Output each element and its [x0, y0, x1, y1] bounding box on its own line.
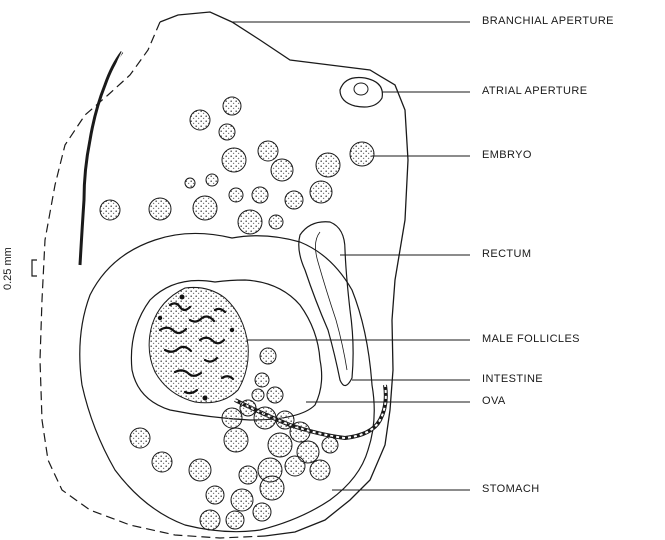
scale-bar [32, 260, 37, 276]
label-intestine: INTESTINE [482, 373, 543, 385]
body-wall-outline [160, 12, 408, 536]
label-atrial-aperture: ATRIAL APERTURE [482, 85, 587, 97]
label-branchial-aperture: BRANCHIAL APERTURE [482, 15, 614, 27]
label-embryo: EMBRYO [482, 149, 532, 161]
atrial-opening [354, 83, 368, 95]
label-stomach: STOMACH [482, 483, 540, 495]
scale-bar-label: 0.25 mm [2, 247, 14, 290]
atrial-siphon [340, 78, 382, 108]
male-follicles [149, 287, 248, 402]
label-rectum: RECTUM [482, 248, 531, 260]
rectum [299, 222, 353, 386]
embryos [100, 97, 374, 234]
label-ova: OVA [482, 395, 506, 407]
label-male-follicles: MALE FOLLICLES [482, 333, 580, 345]
